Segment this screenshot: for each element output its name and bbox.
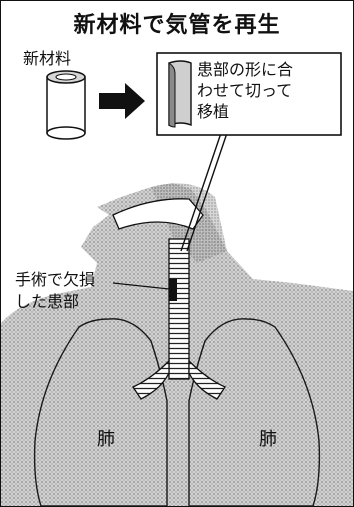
arrow-icon <box>99 83 145 119</box>
callout-label: 患部の形に合 わせて切って 移植 <box>197 59 293 122</box>
cut-material <box>169 61 191 127</box>
material-cylinder <box>47 71 85 139</box>
page-title: 新材料で気管を再生 <box>1 7 353 39</box>
trachea <box>169 239 189 379</box>
material-label: 新材料 <box>23 45 71 69</box>
defect-label: 手術で欠損 した患部 <box>15 269 95 313</box>
defect-site <box>169 279 177 301</box>
lung-right-label: 肺 <box>259 425 277 451</box>
lung-left-label: 肺 <box>97 425 115 451</box>
